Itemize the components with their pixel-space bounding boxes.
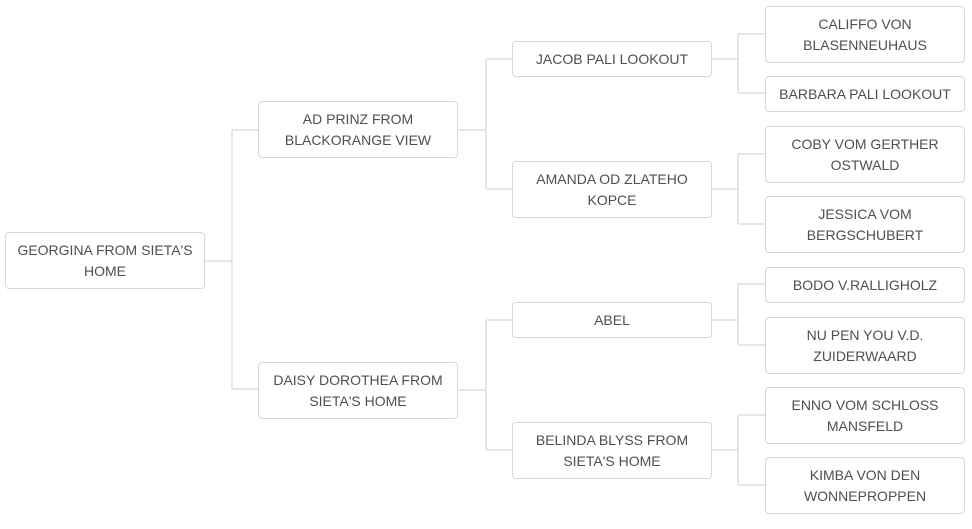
node-sire-sire-label: JACOB PALI LOOKOUT	[535, 50, 689, 67]
connector-dam-sire	[712, 283, 765, 346]
connector-dam	[458, 319, 512, 451]
node-sire-sire-sire[interactable]: CALIFFO VON BLASENNEUHAUS	[765, 6, 965, 63]
node-sire-dam-label: AMANDA OD ZLATEHO KOPCE	[536, 170, 688, 208]
node-sire-sire-dam-label: BARBARA PALI LOOKOUT	[779, 85, 951, 102]
node-dam-dam-sire[interactable]: ENNO VOM SCHLOSS MANSFELD	[765, 387, 965, 444]
node-dam-sire-label: ABEL	[594, 311, 630, 328]
node-subject-label: GEORGINA FROM SIETA'S HOME	[17, 241, 193, 279]
node-dam-dam-dam[interactable]: KIMBA VON DEN WONNEPROPPEN	[765, 457, 965, 514]
node-dam-dam-dam-label: KIMBA VON DEN WONNEPROPPEN	[803, 466, 927, 504]
node-sire-sire-dam[interactable]: BARBARA PALI LOOKOUT	[765, 76, 965, 112]
node-sire-dam[interactable]: AMANDA OD ZLATEHO KOPCE	[512, 161, 712, 218]
node-dam-sire-sire-label: BODO V.RALLIGHOLZ	[792, 276, 938, 293]
node-dam-dam[interactable]: BELINDA BLYSS FROM SIETA'S HOME	[512, 422, 712, 479]
node-dam-dam-sire-label: ENNO VOM SCHLOSS MANSFELD	[791, 396, 939, 434]
node-dam-sire-sire[interactable]: BODO V.RALLIGHOLZ	[765, 267, 965, 303]
node-dam-sire-dam-label: NU PEN YOU V.D. ZUIDERWAARD	[806, 326, 924, 364]
node-subject[interactable]: GEORGINA FROM SIETA'S HOME	[5, 232, 205, 289]
connector-subject	[205, 129, 258, 390]
connector-sire-sire	[712, 33, 765, 94]
node-dam-dam-label: BELINDA BLYSS FROM SIETA'S HOME	[535, 431, 689, 469]
connector-sire	[458, 58, 512, 190]
node-dam[interactable]: DAISY DOROTHEA FROM SIETA'S HOME	[258, 362, 458, 419]
connector-sire-dam	[712, 153, 765, 225]
node-sire-dam-dam[interactable]: JESSICA VOM BERGSCHUBERT	[765, 196, 965, 253]
node-sire-label: AD PRINZ FROM BLACKORANGE VIEW	[284, 110, 432, 148]
node-dam-sire[interactable]: ABEL	[512, 302, 712, 338]
node-sire-dam-sire[interactable]: COBY VOM GERTHER OSTWALD	[765, 126, 965, 183]
node-dam-label: DAISY DOROTHEA FROM SIETA'S HOME	[273, 371, 443, 409]
node-dam-sire-dam[interactable]: NU PEN YOU V.D. ZUIDERWAARD	[765, 317, 965, 374]
node-sire-sire-sire-label: CALIFFO VON BLASENNEUHAUS	[803, 15, 927, 53]
node-sire-dam-dam-label: JESSICA VOM BERGSCHUBERT	[806, 205, 924, 243]
node-sire-dam-sire-label: COBY VOM GERTHER OSTWALD	[791, 135, 939, 173]
connector-dam-dam	[712, 414, 765, 486]
node-sire[interactable]: AD PRINZ FROM BLACKORANGE VIEW	[258, 101, 458, 158]
node-sire-sire[interactable]: JACOB PALI LOOKOUT	[512, 41, 712, 77]
